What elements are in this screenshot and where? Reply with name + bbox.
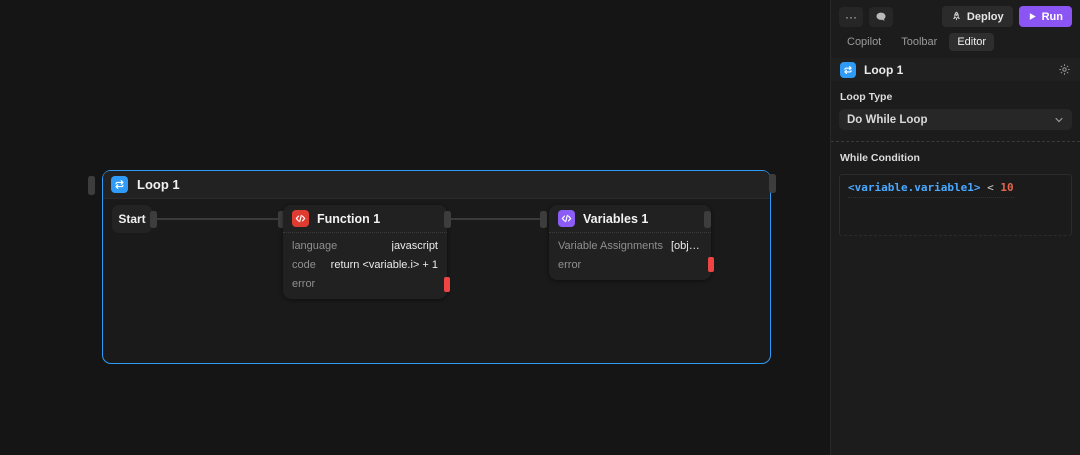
loop-type-label: Loop Type bbox=[840, 91, 893, 103]
row-label: error bbox=[292, 277, 316, 290]
variables-output-handle[interactable] bbox=[704, 211, 711, 228]
while-condition-editor[interactable]: <variable.variable1> < 10 bbox=[839, 174, 1072, 236]
function-error-handle[interactable] bbox=[444, 277, 450, 292]
panel-tabs: Copilot Toolbar Editor bbox=[831, 31, 1080, 58]
connection-wire[interactable] bbox=[451, 218, 540, 220]
run-label: Run bbox=[1041, 10, 1063, 23]
play-icon bbox=[1028, 12, 1037, 21]
tab-editor-label: Editor bbox=[957, 36, 987, 48]
tab-copilot-label: Copilot bbox=[847, 36, 882, 48]
start-output-handle[interactable] bbox=[150, 211, 157, 228]
condition-operator: < bbox=[987, 181, 994, 194]
deploy-button[interactable]: Deploy bbox=[941, 6, 1013, 27]
chevron-down-icon bbox=[1054, 115, 1064, 125]
node-row: Variable Assignments [object Obje… bbox=[558, 236, 702, 255]
connection-wire[interactable] bbox=[157, 218, 279, 220]
condition-variable-token: <variable.variable1> bbox=[848, 181, 981, 194]
function-node[interactable]: Function 1 language javascript code retu… bbox=[283, 205, 450, 299]
chat-icon bbox=[875, 11, 887, 23]
function-node-rows: language javascript code return <variabl… bbox=[283, 233, 447, 299]
tab-toolbar-label: Toolbar bbox=[901, 36, 938, 48]
variables-node[interactable]: Variables 1 Variable Assignments [object… bbox=[549, 205, 714, 280]
start-node-title: Start bbox=[118, 212, 146, 226]
while-condition-label: While Condition bbox=[840, 152, 920, 164]
row-value: return <variable.i> + 1 bbox=[330, 258, 438, 271]
variables-node-title: Variables 1 bbox=[583, 211, 649, 226]
node-row: error bbox=[558, 255, 702, 274]
row-label: language bbox=[292, 239, 338, 252]
deploy-label: Deploy bbox=[966, 10, 1004, 23]
flow-canvas[interactable]: Loop 1 Start Function 1 language javascr… bbox=[0, 0, 830, 455]
loop-output-handle[interactable] bbox=[769, 174, 776, 193]
tab-toolbar[interactable]: Toolbar bbox=[893, 33, 945, 51]
tab-copilot[interactable]: Copilot bbox=[839, 33, 889, 51]
variables-error-handle[interactable] bbox=[708, 257, 714, 272]
run-button[interactable]: Run bbox=[1018, 6, 1072, 27]
function-output-handle[interactable] bbox=[444, 211, 451, 228]
inspector-node-title: Loop 1 bbox=[864, 62, 904, 77]
condition-number-token: 10 bbox=[1000, 181, 1014, 194]
condition-code-line: <variable.variable1> < 10 bbox=[848, 181, 1014, 198]
loop-icon bbox=[111, 176, 128, 193]
rocket-icon bbox=[951, 11, 962, 22]
chat-button[interactable] bbox=[869, 6, 893, 27]
function-node-header[interactable]: Function 1 bbox=[283, 205, 447, 233]
inspector-panel: ··· Deploy Run bbox=[830, 0, 1080, 455]
gear-icon[interactable] bbox=[1058, 63, 1071, 76]
loop-group-header[interactable]: Loop 1 bbox=[103, 171, 770, 199]
row-value: [object Obje… bbox=[670, 239, 702, 252]
more-options-label: ··· bbox=[845, 9, 857, 24]
loop-group-title: Loop 1 bbox=[137, 177, 180, 192]
node-row: code return <variable.i> + 1 bbox=[292, 255, 438, 274]
tab-editor[interactable]: Editor bbox=[949, 33, 995, 51]
section-divider bbox=[831, 141, 1080, 142]
loop-type-value: Do While Loop bbox=[847, 113, 928, 126]
loop-input-handle[interactable] bbox=[88, 176, 95, 195]
loop-icon bbox=[840, 61, 856, 78]
function-node-title: Function 1 bbox=[317, 211, 381, 226]
node-row: error bbox=[292, 274, 438, 293]
variables-node-header[interactable]: Variables 1 bbox=[549, 205, 711, 233]
row-label: error bbox=[558, 258, 582, 271]
node-row: language javascript bbox=[292, 236, 438, 255]
row-label: code bbox=[292, 258, 316, 271]
variables-input-handle[interactable] bbox=[540, 211, 547, 228]
row-label: Variable Assignments bbox=[558, 239, 663, 252]
row-value: javascript bbox=[391, 239, 438, 252]
variables-node-rows: Variable Assignments [object Obje… error bbox=[549, 233, 711, 280]
function-input-handle[interactable] bbox=[278, 211, 285, 228]
code-icon bbox=[292, 210, 309, 227]
loop-type-select[interactable]: Do While Loop bbox=[839, 109, 1072, 130]
panel-topbar: ··· Deploy Run bbox=[831, 0, 1080, 31]
variables-icon bbox=[558, 210, 575, 227]
more-options-button[interactable]: ··· bbox=[839, 6, 863, 27]
inspector-node-header[interactable]: Loop 1 bbox=[831, 58, 1080, 81]
start-node[interactable]: Start bbox=[112, 205, 152, 233]
